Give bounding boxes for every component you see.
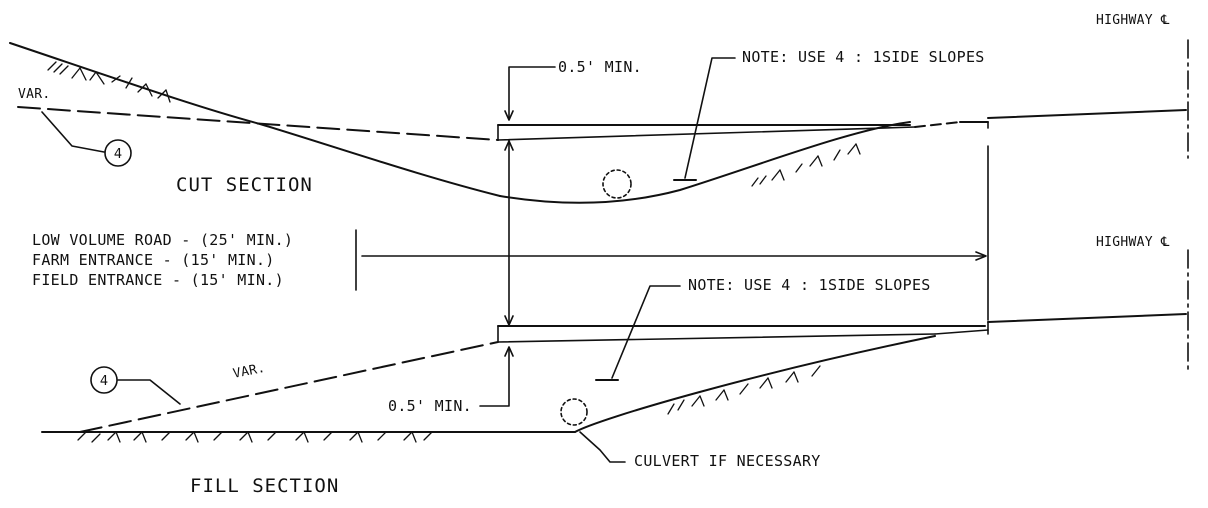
cut-ground-hatch-right — [751, 143, 861, 187]
min-bottom-arrow — [504, 346, 514, 357]
min-top-label: 0.5' MIN. — [558, 58, 642, 76]
highway-centerline-label-mid: HIGHWAY ℄ — [1096, 235, 1170, 250]
fill-shoulder-line — [934, 329, 989, 335]
callout-bottom-leader — [117, 379, 181, 405]
note-bottom-leader — [611, 285, 681, 379]
fill-ground-hatch-left — [77, 431, 433, 443]
min-top-leader — [508, 66, 556, 119]
vertical-dim-arrow-up — [504, 140, 514, 151]
note-top-leader — [684, 57, 736, 179]
fill-ground-hatch-right — [667, 365, 821, 415]
cut-ground-hatch-left — [47, 61, 171, 103]
cut-culvert-circle — [602, 169, 632, 199]
highway-centerline-label-top: HIGHWAY ℄ — [1096, 13, 1170, 28]
cut-dashed-to-highway — [914, 121, 961, 128]
fill-side-slope — [574, 335, 936, 433]
min-bottom-leader — [479, 347, 510, 407]
cut-entrance-subgrade — [497, 126, 916, 141]
field-entrance-label: FIELD ENTRANCE - (15' MIN.) — [32, 271, 284, 289]
min-bottom-label: 0.5' MIN. — [388, 397, 472, 415]
farm-entrance-label: FARM ENTRANCE - (15' MIN.) — [32, 251, 275, 269]
fill-section-title: FILL SECTION — [190, 475, 340, 497]
note-top-label: NOTE: USE 4 : 1SIDE SLOPES — [742, 48, 985, 66]
callout-bottom-number: 4 — [100, 374, 108, 389]
cut-highway-surface — [987, 109, 1187, 119]
fill-dashed-embankment — [79, 341, 499, 433]
culvert-leader — [579, 431, 626, 463]
low-volume-road-label: LOW VOLUME ROAD - (25' MIN.) — [32, 231, 294, 249]
callout-bottom-circle — [90, 366, 118, 394]
min-top-arrow — [504, 110, 514, 121]
fill-entrance-subgrade — [497, 333, 936, 343]
var-top-label: VAR. — [18, 87, 51, 102]
fill-culvert-circle — [560, 398, 588, 426]
cut-ditch-curve — [499, 121, 911, 204]
cut-dashed-shoulder-line — [17, 106, 499, 141]
callout-top-number: 4 — [114, 147, 122, 162]
culvert-label: CULVERT IF NECESSARY — [634, 452, 821, 470]
fill-highway-surface — [987, 313, 1187, 323]
callout-top-leader — [41, 111, 105, 153]
cut-section-title: CUT SECTION — [176, 174, 313, 196]
callout-top-circle — [104, 139, 132, 167]
width-dim-arrow — [975, 251, 987, 261]
note-bottom-label: NOTE: USE 4 : 1SIDE SLOPES — [688, 276, 931, 294]
